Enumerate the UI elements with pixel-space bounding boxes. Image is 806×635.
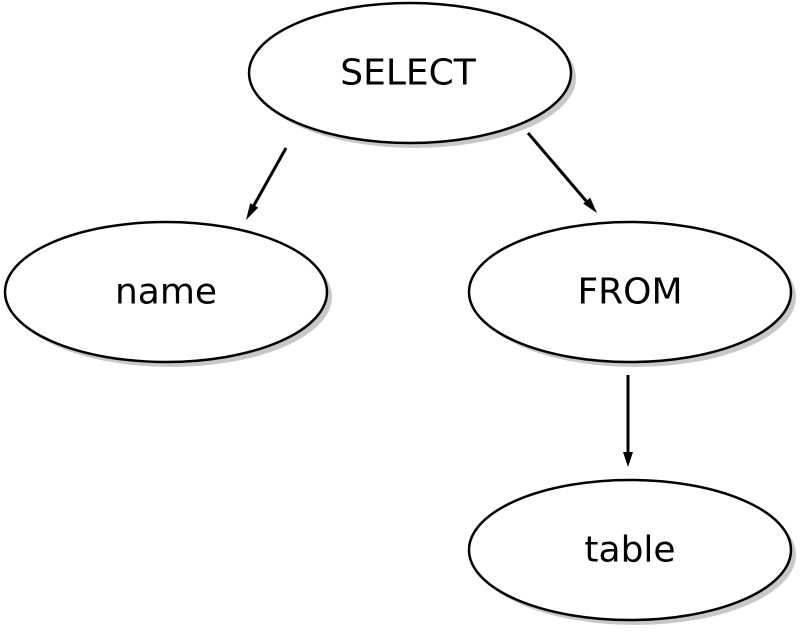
arrowhead-icon: [246, 203, 259, 220]
node-label-from: FROM: [577, 272, 682, 313]
arrowhead-icon: [623, 452, 633, 467]
node-select: SELECT: [247, 1, 576, 148]
edge-from-to-table: [623, 375, 633, 467]
node-label-name: name: [115, 272, 217, 313]
arrowhead-icon: [583, 197, 597, 213]
node-name: name: [3, 220, 332, 367]
node-label-table: table: [584, 530, 675, 571]
edge-select-to-from: [526, 132, 597, 213]
node-table: table: [467, 478, 796, 625]
node-label-select: SELECT: [340, 53, 477, 94]
edge-select-to-name: [246, 147, 288, 220]
node-from: FROM: [467, 220, 796, 367]
